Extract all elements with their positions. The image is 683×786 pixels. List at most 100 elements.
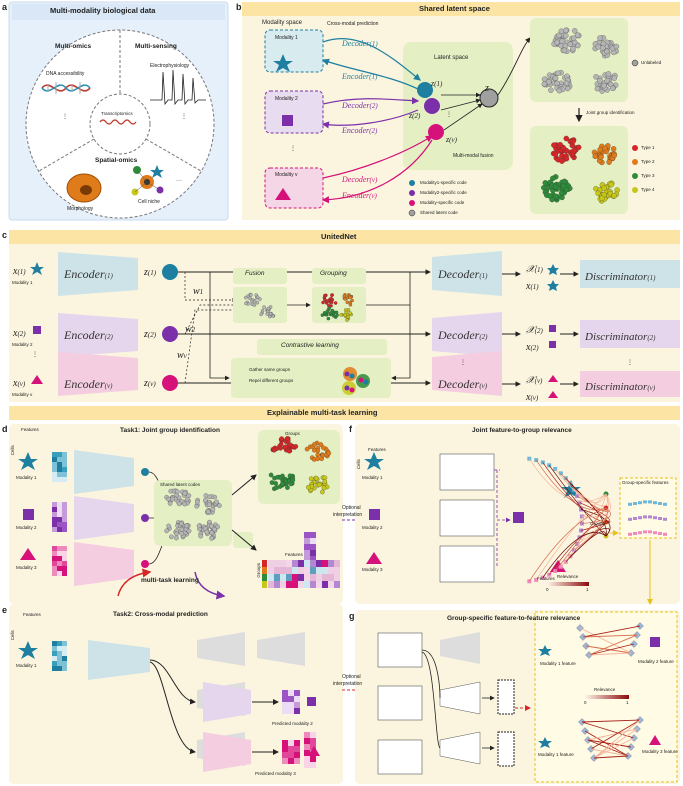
- panel-b-title: Shared latent space: [419, 4, 490, 13]
- scatter-point: [329, 296, 333, 301]
- modality-1-label: Modality 1: [362, 475, 383, 480]
- matrix-cell: [57, 661, 62, 666]
- feature-link: [582, 634, 638, 638]
- modality-space-label: Modality space: [262, 20, 303, 26]
- modality-1-label: Modality 1: [16, 663, 37, 668]
- scatter-point: [552, 151, 559, 157]
- matrix-cell: [304, 532, 310, 538]
- scatter-point: [542, 180, 549, 186]
- panel-a-label: a: [2, 2, 8, 12]
- heatmap-cell: [292, 574, 298, 581]
- scatter-point: [570, 45, 576, 52]
- scatter-point: [217, 503, 222, 508]
- scatter-point: [552, 183, 559, 190]
- group-specific-feature: [663, 517, 667, 521]
- matrix-cell: [62, 452, 67, 457]
- matrix-cell: [288, 740, 294, 746]
- relevance-label: Relevance: [594, 687, 616, 692]
- cross-modal-label: Cross-modal prediction: [327, 21, 379, 27]
- scatter-point: [320, 313, 325, 317]
- predicted-modality-2-label: Predicted modality 2: [272, 721, 313, 726]
- feature-link: [582, 625, 641, 638]
- relevance-arc: [527, 456, 667, 584]
- matrix-cell: [288, 702, 294, 708]
- modality-1-label: Modality 1: [275, 35, 298, 41]
- matrix-cell: [310, 738, 316, 744]
- relevance-min: 0: [546, 587, 549, 592]
- matrix-cell: [62, 551, 67, 556]
- scatter-point: [255, 300, 260, 305]
- scatter-point: [179, 526, 185, 532]
- scatter-point: [244, 301, 248, 306]
- groups-label: Groups: [590, 521, 605, 526]
- scatter-point: [593, 74, 599, 80]
- z-shared-label: z: [485, 83, 489, 94]
- heatmap-cell: [328, 560, 334, 567]
- matrix-cell: [57, 561, 62, 566]
- feature-link: [588, 634, 638, 656]
- scatter-point: [570, 138, 576, 145]
- scatter-point: [179, 531, 185, 536]
- scatter-point: [601, 82, 607, 89]
- scatter-point: [563, 32, 569, 39]
- scatter-point: [575, 144, 582, 151]
- scatter-point: [562, 43, 569, 49]
- relevance-chord: [542, 532, 607, 578]
- scatter-point: [209, 523, 214, 529]
- scatter-point: [610, 85, 616, 92]
- feature-link: [593, 719, 641, 759]
- scatter-point: [184, 523, 190, 529]
- fusion-label: Fusion: [245, 270, 265, 277]
- group-specific-feature: [643, 515, 647, 519]
- scatter-point: [174, 535, 179, 541]
- heatmap-cell: [280, 560, 286, 567]
- matrix-cell: [62, 512, 67, 517]
- panel-e-label: e: [2, 605, 8, 615]
- scatter-point: [563, 186, 570, 193]
- relevance-max: 1: [586, 587, 589, 592]
- matrix-cell: [304, 544, 310, 550]
- matrix-cell: [52, 452, 57, 457]
- w2-label: w2: [185, 324, 196, 335]
- grouping-label: Grouping: [320, 270, 347, 277]
- dots-vertical: ⋮: [181, 114, 187, 120]
- scatter-point: [210, 506, 216, 512]
- group-specific-feature: [638, 516, 642, 520]
- scatter-point: [595, 44, 602, 50]
- group-specific-feature: [628, 502, 632, 506]
- scatter-point: [343, 313, 347, 317]
- group-specific-feature: [663, 502, 667, 506]
- scatter-point: [326, 316, 331, 321]
- panel-c-label: c: [2, 230, 8, 240]
- electrophysiology-icon: [150, 69, 206, 106]
- scatter-point: [594, 85, 601, 92]
- dots-vertical: ⋮: [627, 360, 633, 366]
- type-2-label: Type 2: [641, 159, 655, 164]
- matrix-cell: [57, 546, 62, 551]
- heatmap-cell: [286, 567, 292, 574]
- matrix-cell: [62, 666, 67, 671]
- matrix-cell: [52, 512, 57, 517]
- scatter-point: [174, 489, 180, 495]
- scatter-point: [274, 485, 280, 490]
- matrix-cell: [57, 522, 62, 527]
- matrix-cell: [52, 462, 57, 467]
- group-specific-feature: [658, 502, 662, 505]
- group-specific-feature: [648, 515, 652, 519]
- scatter-point: [552, 75, 559, 82]
- heatmap-cell: [298, 574, 304, 581]
- matrix-cell: [304, 744, 310, 750]
- features-label: Features: [285, 552, 303, 557]
- scatter-point: [613, 43, 620, 50]
- matrix-cell: [62, 477, 67, 482]
- scatter-point: [320, 489, 325, 495]
- matrix-cell: [282, 758, 288, 764]
- relevance-chord: [565, 531, 607, 563]
- heatmap-cell: [268, 560, 274, 567]
- scatter-point: [311, 447, 317, 453]
- scatter-point: [321, 300, 325, 305]
- scatter-point: [305, 484, 311, 490]
- zv-label: z(v): [446, 135, 457, 144]
- decoder-2-block: Decoder(2): [438, 328, 488, 342]
- matrix-cell: [57, 472, 62, 477]
